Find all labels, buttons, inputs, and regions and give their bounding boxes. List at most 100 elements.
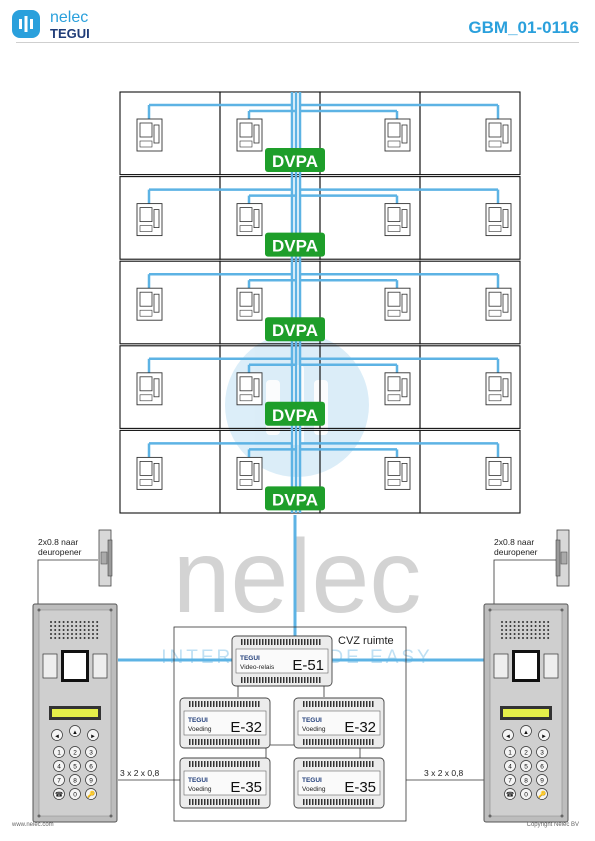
video-monitor-icon xyxy=(384,203,411,237)
module-code: E-35 xyxy=(344,779,376,796)
header-divider xyxy=(16,42,579,43)
svg-text:7: 7 xyxy=(508,777,512,784)
module-brand: TEGUI xyxy=(302,777,322,784)
riser-cables xyxy=(147,92,500,513)
logo-word-tegui: TEGUI xyxy=(50,26,90,41)
svg-text:4: 4 xyxy=(57,763,61,770)
module-subtitle: Voeding xyxy=(302,786,326,793)
lcd-display xyxy=(52,709,98,717)
module-code: E-35 xyxy=(230,779,262,796)
svg-text:2: 2 xyxy=(524,749,528,756)
svg-text:9: 9 xyxy=(89,777,93,784)
lcd-display xyxy=(503,709,549,717)
keypad-key xyxy=(53,774,65,786)
keypad-key xyxy=(520,760,532,772)
keypad-key xyxy=(536,760,548,772)
keypad-key xyxy=(504,760,516,772)
apartment-cell xyxy=(419,176,521,260)
video-monitor-icon xyxy=(236,287,263,321)
keypad-key xyxy=(85,746,97,758)
video-monitor-icon xyxy=(485,287,512,321)
svg-text:2: 2 xyxy=(73,749,77,756)
svg-text:◄: ◄ xyxy=(54,734,60,740)
door-lock-left xyxy=(98,529,113,587)
svg-text:►: ► xyxy=(541,734,547,740)
video-monitor-icon xyxy=(136,287,163,321)
dvpa-box: DVPA xyxy=(265,232,325,257)
module-subtitle: Voeding xyxy=(188,786,212,793)
video-monitor-icon xyxy=(236,456,263,490)
module-brand: TEGUI xyxy=(188,717,208,724)
video-monitor-icon xyxy=(136,456,163,490)
cable-label-right: 3 x 2 x 0,8 xyxy=(424,768,463,778)
video-monitor-icon xyxy=(136,203,163,237)
module-subtitle: Voeding xyxy=(188,726,212,733)
video-monitor-icon xyxy=(384,456,411,490)
svg-text:🔑: 🔑 xyxy=(538,789,546,798)
svg-text:0: 0 xyxy=(73,791,77,798)
cvz-room xyxy=(173,626,407,822)
keypad-key xyxy=(53,788,65,800)
module-e-35: TEGUI Voeding E-35 xyxy=(179,757,271,809)
svg-text:►: ► xyxy=(90,734,96,740)
svg-text:8: 8 xyxy=(73,777,77,784)
svg-text:▲: ▲ xyxy=(72,730,78,736)
svg-text:☎: ☎ xyxy=(55,790,64,798)
lock-label-right-line2: deuropener xyxy=(494,547,538,557)
keypad-key xyxy=(53,760,65,772)
document-code: GBM_01-0116 xyxy=(468,18,579,37)
cable-label-left: 3 x 2 x 0,8 xyxy=(120,768,159,778)
keypad-key xyxy=(536,746,548,758)
keypad-key xyxy=(69,760,81,772)
svg-text:◄: ◄ xyxy=(505,734,511,740)
video-monitor-icon xyxy=(384,372,411,406)
svg-text:5: 5 xyxy=(524,763,528,770)
video-monitor-icon xyxy=(236,372,263,406)
svg-text:3: 3 xyxy=(89,749,93,756)
keypad-key xyxy=(504,788,516,800)
module-brand: TEGUI xyxy=(188,777,208,784)
dvpa-label: DVPA xyxy=(272,490,318,509)
keypad-key xyxy=(85,774,97,786)
video-monitor-icon xyxy=(485,372,512,406)
dvpa-box: DVPA xyxy=(265,401,325,426)
svg-text:🔑: 🔑 xyxy=(87,789,95,798)
video-monitor-icon xyxy=(485,118,512,152)
dvpa-label: DVPA xyxy=(272,406,318,425)
logo-word-nelec: nelec xyxy=(50,9,89,26)
svg-text:7: 7 xyxy=(57,777,61,784)
svg-text:1: 1 xyxy=(508,749,512,756)
door-lock-right xyxy=(555,529,570,587)
keypad-key xyxy=(536,774,548,786)
keypad-key xyxy=(520,746,532,758)
dvpa-label: DVPA xyxy=(272,237,318,256)
svg-text:1: 1 xyxy=(57,749,61,756)
svg-text:☎: ☎ xyxy=(506,790,515,798)
module-subtitle: Voeding xyxy=(302,726,326,733)
video-monitor-icon xyxy=(236,203,263,237)
keypad-key xyxy=(85,788,97,800)
svg-text:8: 8 xyxy=(524,777,528,784)
module-code: E-32 xyxy=(344,719,376,736)
video-monitor-icon xyxy=(485,203,512,237)
video-monitor-icon xyxy=(485,456,512,490)
video-monitor-icon xyxy=(384,118,411,152)
watermark-word: nelec xyxy=(173,519,422,635)
keypad-key xyxy=(69,774,81,786)
apartment-cell xyxy=(419,345,521,429)
svg-text:6: 6 xyxy=(540,763,544,770)
footer-website: www.nelec.com xyxy=(12,822,54,828)
dvpa-box: DVPA xyxy=(265,148,325,172)
svg-text:4: 4 xyxy=(508,763,512,770)
apartment-cell xyxy=(419,91,521,176)
keypad-key xyxy=(520,774,532,786)
lock-label-left-line2: deuropener xyxy=(38,547,82,557)
keypad-key xyxy=(520,788,532,800)
